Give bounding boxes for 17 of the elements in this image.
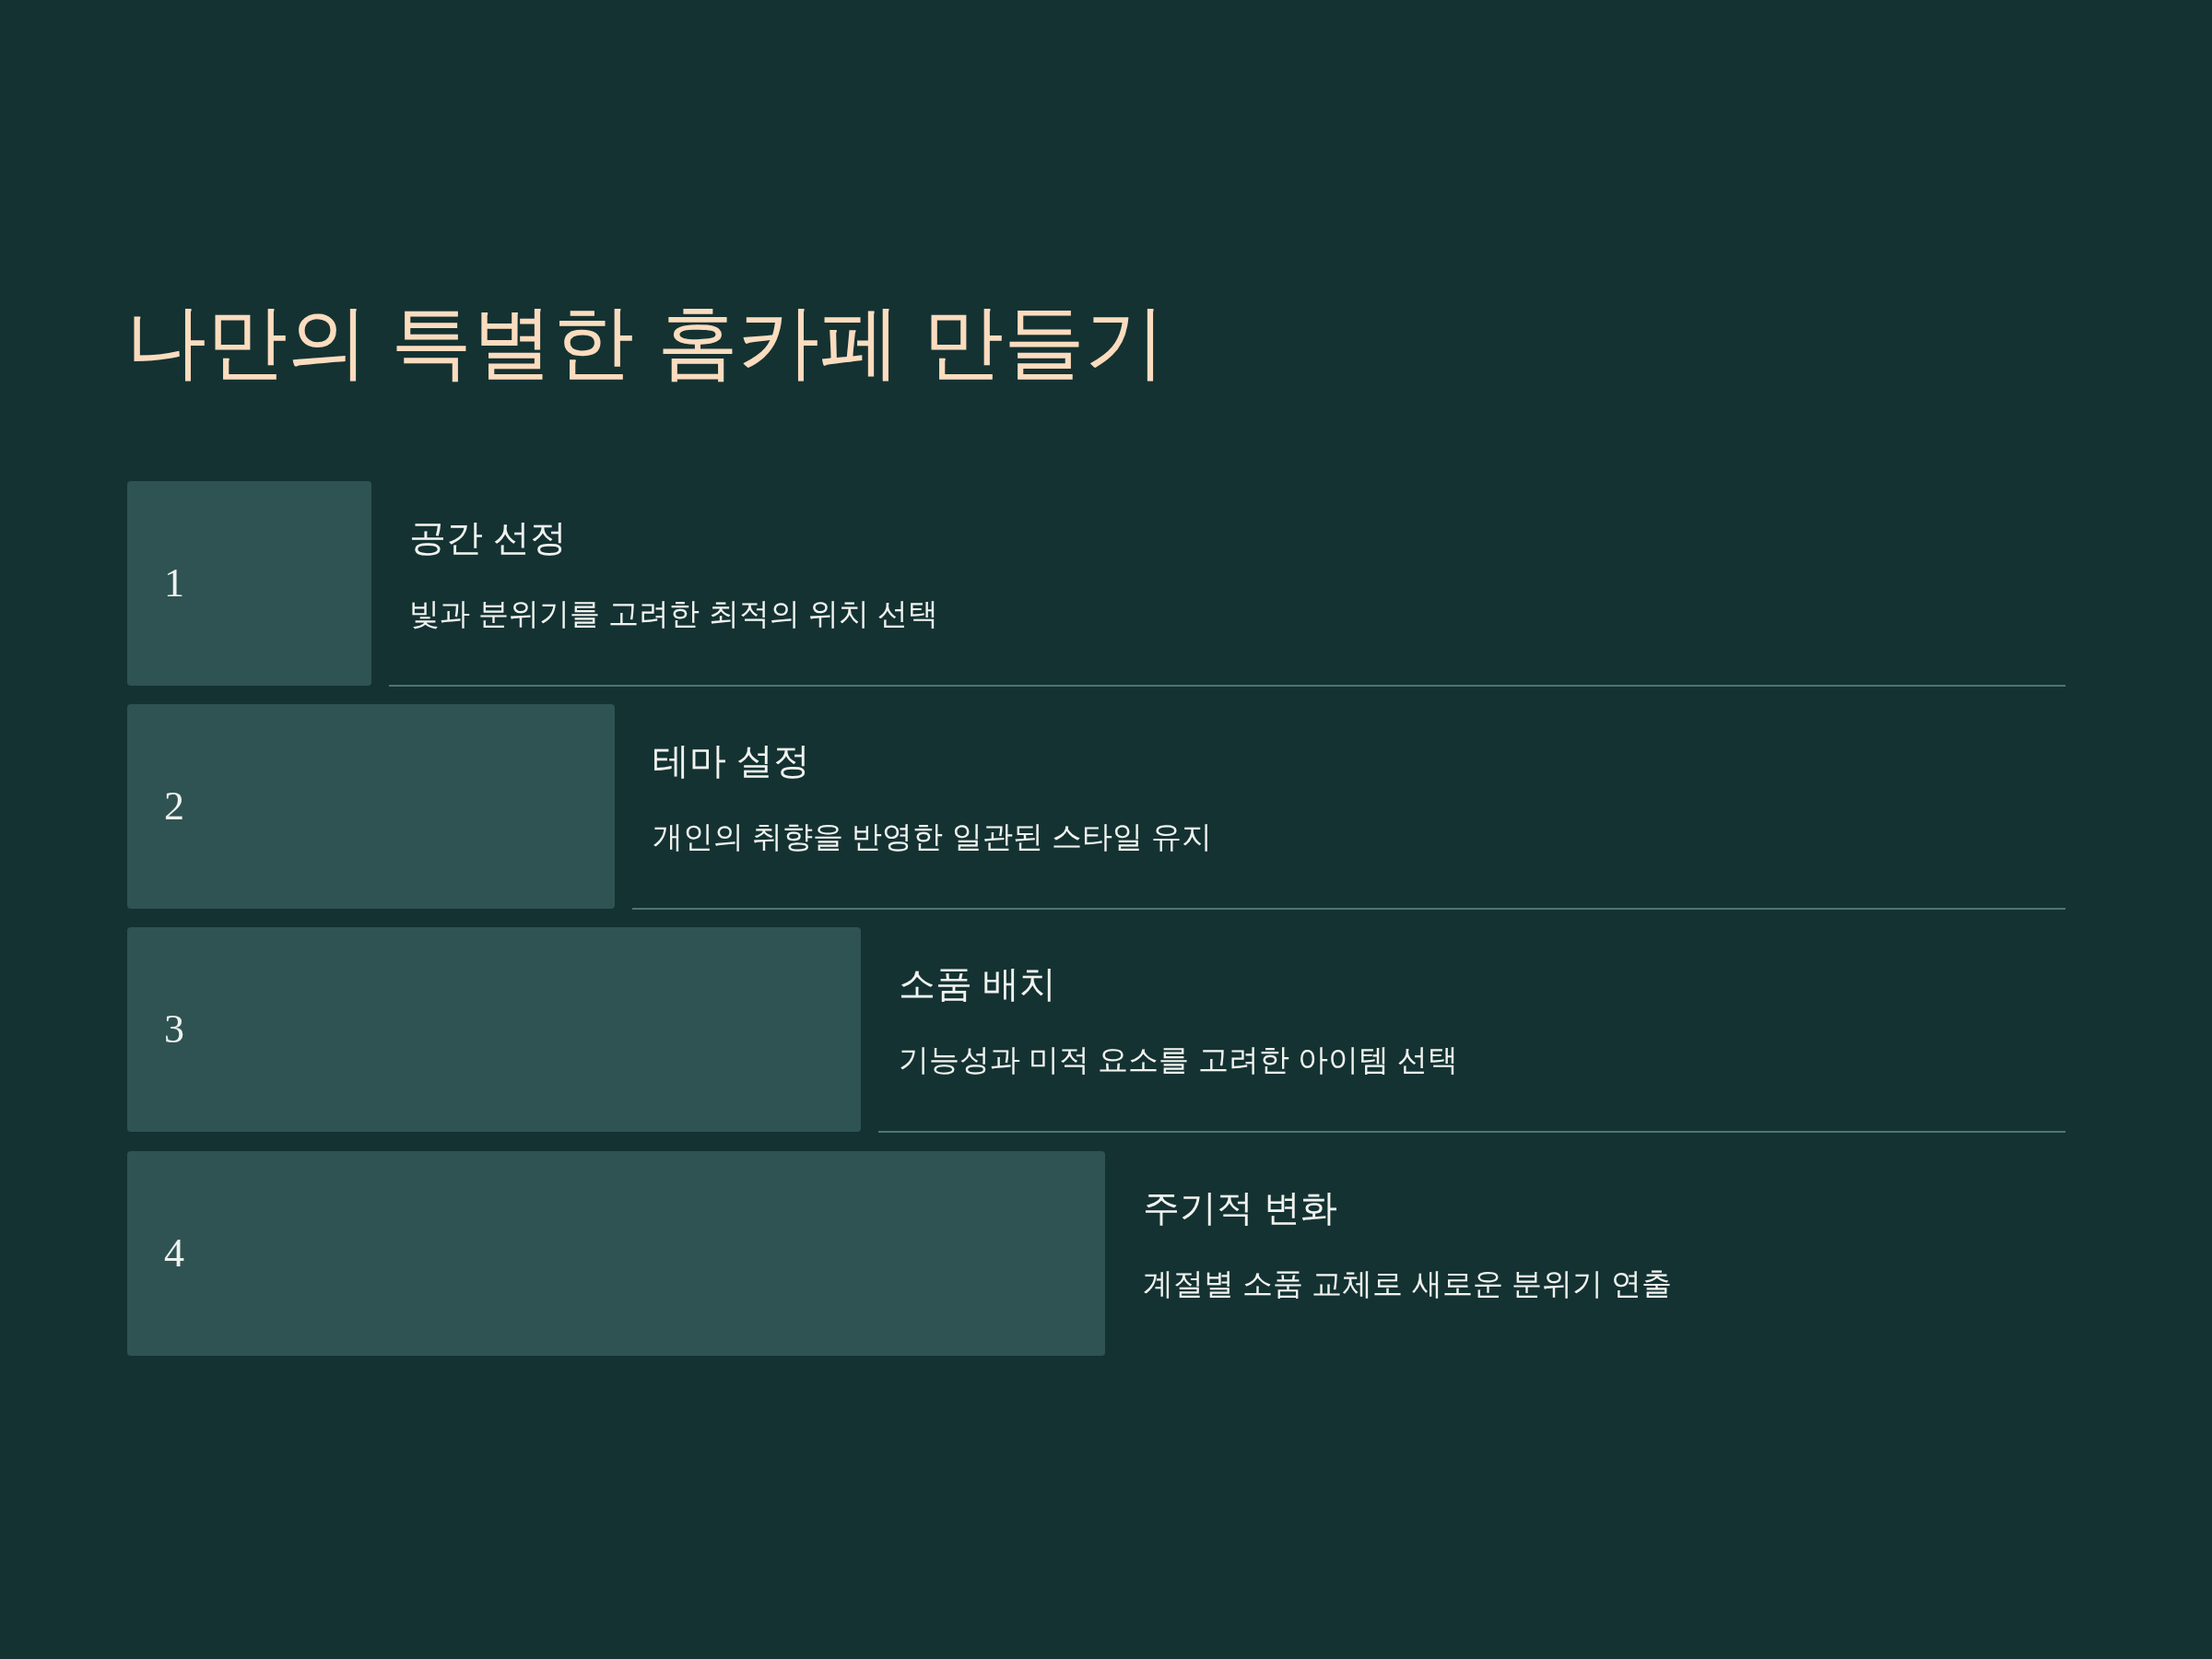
step-number: 4 [164, 1233, 184, 1274]
step-description: 빛과 분위기를 고려한 최적의 위치 선택 [409, 595, 938, 632]
step-bar [127, 1151, 1105, 1356]
step-number: 2 [164, 786, 184, 827]
step-number: 1 [164, 563, 184, 604]
step-bar [127, 704, 615, 909]
step-heading: 테마 설정 [653, 739, 811, 782]
step-description: 기능성과 미적 요소를 고려한 아이템 선택 [899, 1041, 1458, 1078]
step-bar [127, 927, 861, 1132]
step-heading: 주기적 변화 [1143, 1186, 1338, 1230]
step-description: 개인의 취향을 반영한 일관된 스타일 유지 [653, 818, 1212, 855]
step-heading: 소품 배치 [899, 962, 1057, 1006]
step-number: 3 [164, 1009, 184, 1050]
title: 나만의 특별한 홈카페 만들기 [125, 295, 1167, 389]
step-description: 계절별 소품 교체로 새로운 분위기 연출 [1143, 1265, 1672, 1302]
step-bar [127, 481, 371, 686]
step-heading: 공간 선정 [409, 516, 568, 559]
